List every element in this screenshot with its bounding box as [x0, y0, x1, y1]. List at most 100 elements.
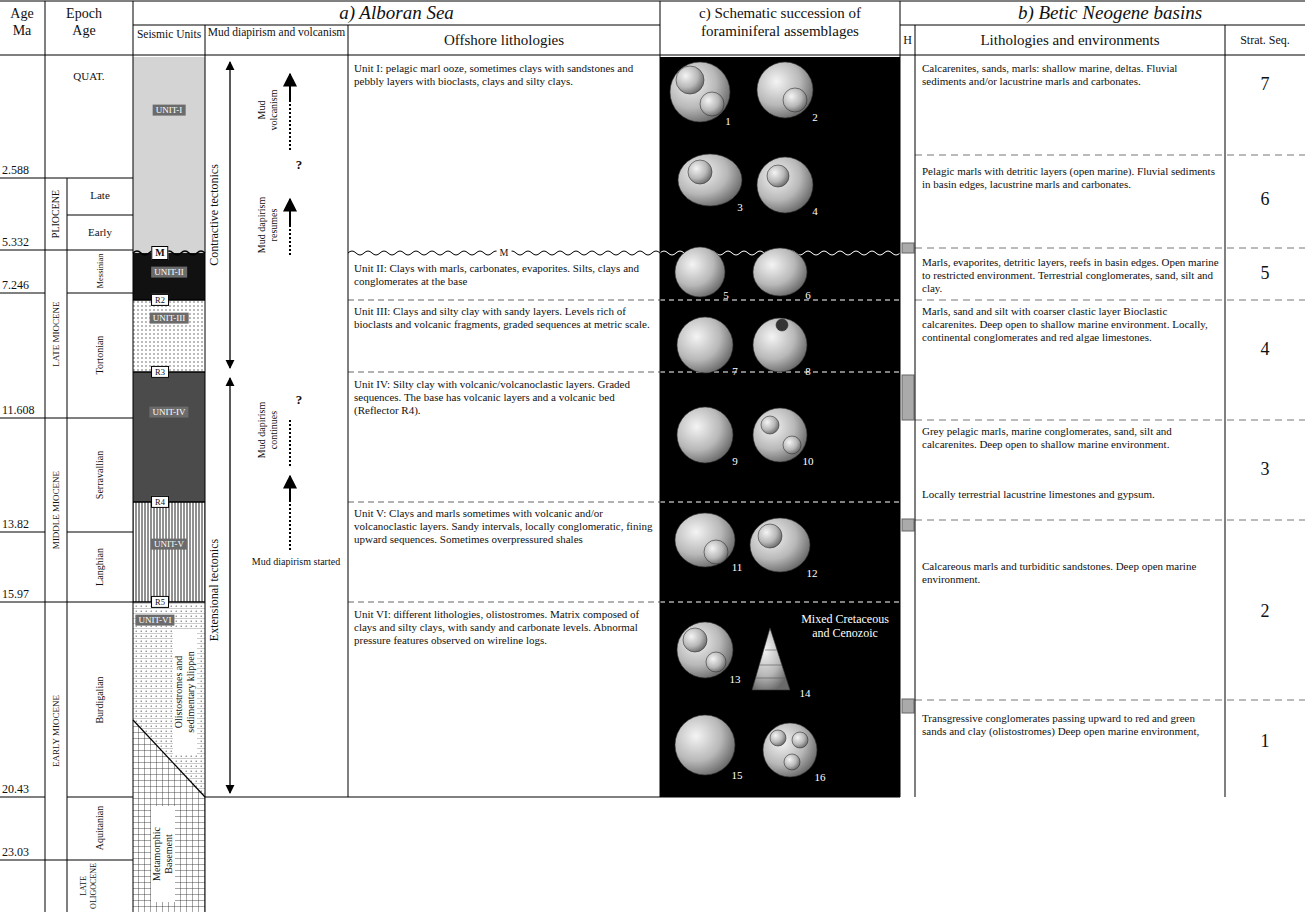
callout-number: 9 — [732, 455, 738, 468]
column-header: Epoch Age — [58, 6, 110, 40]
epoch-label: QUAT. — [45, 70, 133, 83]
epoch-label: Late — [67, 189, 133, 202]
epoch-label: Messinian — [95, 254, 105, 289]
callout-number: 1 — [725, 115, 731, 128]
callout-number: 3 — [737, 201, 743, 214]
column-header: Age Ma — [4, 6, 40, 40]
epoch-label: MIDDLE MIOCENE — [51, 471, 62, 549]
seismic-unit-band: UNIT-III — [133, 300, 205, 372]
epoch-label: Burdigalian — [94, 676, 106, 723]
epoch-label: Serravallian — [94, 451, 106, 499]
epoch-label: Aquitanian — [94, 806, 106, 850]
diapirism-note: Mud diapirism started — [250, 556, 342, 568]
diapirism-note: Mud dapirism continues — [256, 383, 280, 478]
lithology-text: Grey pelagic marls, marine conglomerates… — [922, 425, 1220, 451]
age-value: 13.82 — [2, 517, 29, 531]
unit-note: Olistostromes and sedimentary klippen — [173, 629, 197, 755]
column-header: Lithologies and environments — [916, 31, 1224, 49]
unit-label: UNIT-III — [150, 313, 189, 324]
unit-label: UNIT-I — [153, 105, 186, 116]
sequence-number: 2 — [1261, 601, 1270, 623]
diapirism-note: Contractive tectonics — [207, 164, 221, 266]
callout-number: 5 — [723, 289, 729, 302]
epoch-label: EARLY MIOCENE — [51, 695, 62, 767]
foram-panel — [660, 57, 900, 797]
epoch-label: PLIOCENE — [50, 190, 62, 238]
epoch-label: Early — [67, 226, 133, 239]
column-header: H — [900, 33, 915, 47]
lithology-text: Calcarenites, sands, marls: shallow mari… — [922, 62, 1220, 88]
age-value: 15.97 — [2, 587, 29, 601]
reflector-label: R4 — [151, 496, 169, 508]
callout-number: 16 — [815, 771, 826, 784]
callout-number: 14 — [800, 687, 811, 700]
sequence-number: 1 — [1261, 731, 1270, 753]
age-value: 11.608 — [2, 403, 35, 417]
column-header: b) Betic Neogene basins — [915, 2, 1305, 25]
sequence-number: 6 — [1261, 189, 1270, 211]
callout-number: 10 — [803, 455, 814, 468]
unit-label: UNIT-V — [151, 539, 187, 550]
seismic-bands — [133, 57, 205, 912]
reflector-label: R2 — [151, 294, 169, 306]
age-value: 23.03 — [2, 845, 29, 859]
age-value: 5.332 — [2, 235, 29, 249]
sequence-number: 3 — [1261, 459, 1270, 481]
diapirism-note: Extensional tectonics — [207, 539, 221, 641]
diapirism-note: Mud volcanism — [256, 80, 280, 140]
sequence-number: 7 — [1261, 74, 1270, 96]
seismic-unit-band: Metamorphic Basement — [133, 797, 205, 912]
epoch-label: LATE MIOCENE — [51, 301, 62, 366]
callout-number: 4 — [812, 205, 818, 218]
callout-number: 6 — [805, 289, 811, 302]
lithology-text: Locally terrestrial lacustrine limestone… — [922, 488, 1220, 501]
epoch-label: Langhian — [94, 548, 106, 586]
callout-number: 7 — [732, 365, 738, 378]
lithology-text: Unit IV: Silty clay with volcanic/volcan… — [354, 378, 654, 418]
seismic-unit-band: UNIT-IV — [133, 372, 205, 502]
column-header: Mud diapirism and volcanism — [207, 26, 346, 40]
column-header: Seismic Units — [134, 28, 204, 42]
seismic-unit-band: UNIT-II — [133, 253, 205, 300]
seismic-unit-band: UNIT-VI Olistostromes and sedimentary kli… — [133, 602, 205, 797]
lithology-text: M — [497, 247, 512, 259]
callout-number: 2 — [812, 111, 818, 124]
unit-label: UNIT-VI — [135, 615, 174, 626]
foraminifera — [670, 62, 817, 777]
column-header: a) Alboran Sea — [133, 2, 660, 25]
diapirism-note: ? — [296, 392, 303, 408]
unit-label: UNIT-IV — [149, 407, 188, 418]
reflector-label: R5 — [151, 596, 169, 608]
lithology-text: Calcareous marls and turbiditic sandston… — [922, 560, 1220, 586]
diapirism-note: ? — [296, 157, 303, 173]
tectonic-arrows — [230, 62, 290, 793]
column-header: c) Schematic succession of foraminiferal… — [662, 4, 898, 40]
lithology-text: Unit I: pelagic marl ooze, sometimes cla… — [354, 62, 654, 88]
callout-number: 15 — [732, 769, 743, 782]
callout-number: 12 — [807, 567, 818, 580]
callout-number: 13 — [730, 673, 741, 686]
lithology-text: Unit V: Clays and marls sometimes with v… — [354, 507, 654, 547]
column-header: Offshore lithologies — [349, 31, 659, 49]
betic-separators — [902, 155, 1305, 713]
lithology-text: Marls, evaporites, detritic layers, reef… — [922, 256, 1220, 296]
age-value: 7.246 — [2, 278, 29, 292]
assemblage-note: Mixed Cretaceous and Cenozoic — [792, 612, 898, 641]
seismic-unit-band: UNIT-I — [133, 57, 205, 253]
diapirism-note: Mud dapirism resumes — [256, 183, 280, 268]
sequence-number: 5 — [1261, 263, 1270, 285]
reflector-label: R3 — [151, 366, 169, 378]
lithology-text: Unit VI: different lithologies, olistost… — [354, 608, 654, 648]
epoch-label: Tortonian — [94, 336, 106, 375]
unit-label: UNIT-II — [151, 267, 187, 278]
epoch-label: LATE OLIGOCENE — [79, 861, 98, 911]
foram-dividers — [660, 251, 900, 602]
seismic-unit-band: UNIT-V — [133, 502, 205, 602]
sequence-number: 4 — [1261, 339, 1270, 361]
age-value: 2.588 — [2, 163, 29, 177]
callout-number: 11 — [732, 561, 743, 574]
lithology-text: Unit III: Clays and silty clay with sand… — [354, 305, 654, 331]
